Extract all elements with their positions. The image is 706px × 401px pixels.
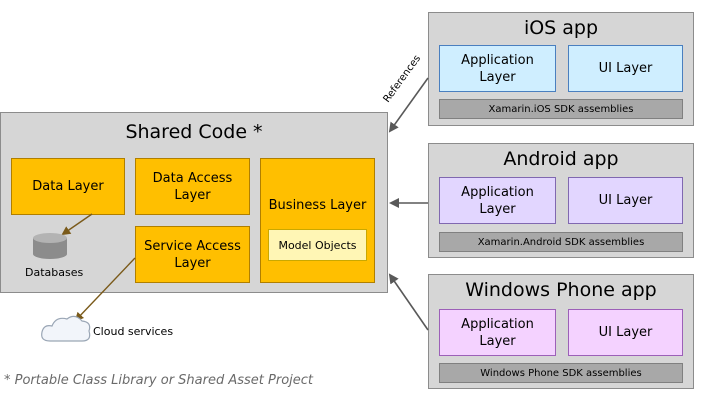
android-application-layer-box: Application Layer [439, 177, 556, 224]
android-sdk-label: Xamarin.Android SDK assemblies [477, 236, 645, 248]
database-icon [33, 233, 67, 259]
android-ui-layer-label: UI Layer [598, 193, 653, 208]
data-access-layer-box: Data Access Layer [135, 158, 250, 215]
cloud-services-label: Cloud services [93, 325, 174, 338]
data-layer-box: Data Layer [11, 158, 125, 215]
windows-reference-arrow [388, 273, 429, 331]
android-ui-layer-box: UI Layer [568, 177, 683, 224]
ios-ui-layer-box: UI Layer [568, 45, 683, 92]
business-layer-label: Business Layer [268, 198, 367, 213]
windows-application-layer-box: Application Layer [439, 309, 556, 356]
ios-sdk-bar: Xamarin.iOS SDK assemblies [439, 99, 683, 119]
android-sdk-bar: Xamarin.Android SDK assemblies [439, 232, 683, 252]
ios-ui-layer-label: UI Layer [598, 61, 653, 76]
footnote: * Portable Class Library or Shared Asset… [4, 373, 314, 388]
business-layer-box: Business Layer [260, 158, 375, 283]
cloud-arrow [74, 257, 136, 322]
windows-ui-layer-box: UI Layer [568, 309, 683, 356]
windows-application-layer-label: Application Layer [461, 316, 534, 349]
android-app-title: Android app [503, 148, 619, 170]
ios-app-title: iOS app [523, 17, 599, 39]
windows-phone-app-title: Windows Phone app [465, 279, 657, 301]
shared-code-title: Shared Code * [125, 121, 263, 143]
ios-reference-arrow [388, 77, 429, 133]
android-application-layer-label: Application Layer [461, 184, 534, 217]
model-objects-label: Model Objects [278, 238, 357, 252]
model-objects-box: Model Objects [268, 229, 367, 261]
service-access-layer-label: Service Access Layer [144, 238, 241, 271]
cloud-icon [41, 315, 91, 342]
references-label: References [382, 53, 424, 104]
windows-sdk-bar: Windows Phone SDK assemblies [439, 363, 683, 383]
database-arrow [61, 213, 93, 236]
ios-application-layer-label: Application Layer [461, 52, 534, 85]
service-access-layer-box: Service Access Layer [135, 226, 250, 283]
windows-ui-layer-label: UI Layer [598, 325, 653, 340]
databases-label: Databases [25, 266, 84, 279]
data-layer-label: Data Layer [32, 179, 104, 194]
ios-application-layer-box: Application Layer [439, 45, 556, 92]
windows-sdk-label: Windows Phone SDK assemblies [480, 367, 642, 379]
data-access-layer-label: Data Access Layer [152, 170, 233, 203]
ios-sdk-label: Xamarin.iOS SDK assemblies [488, 103, 634, 115]
